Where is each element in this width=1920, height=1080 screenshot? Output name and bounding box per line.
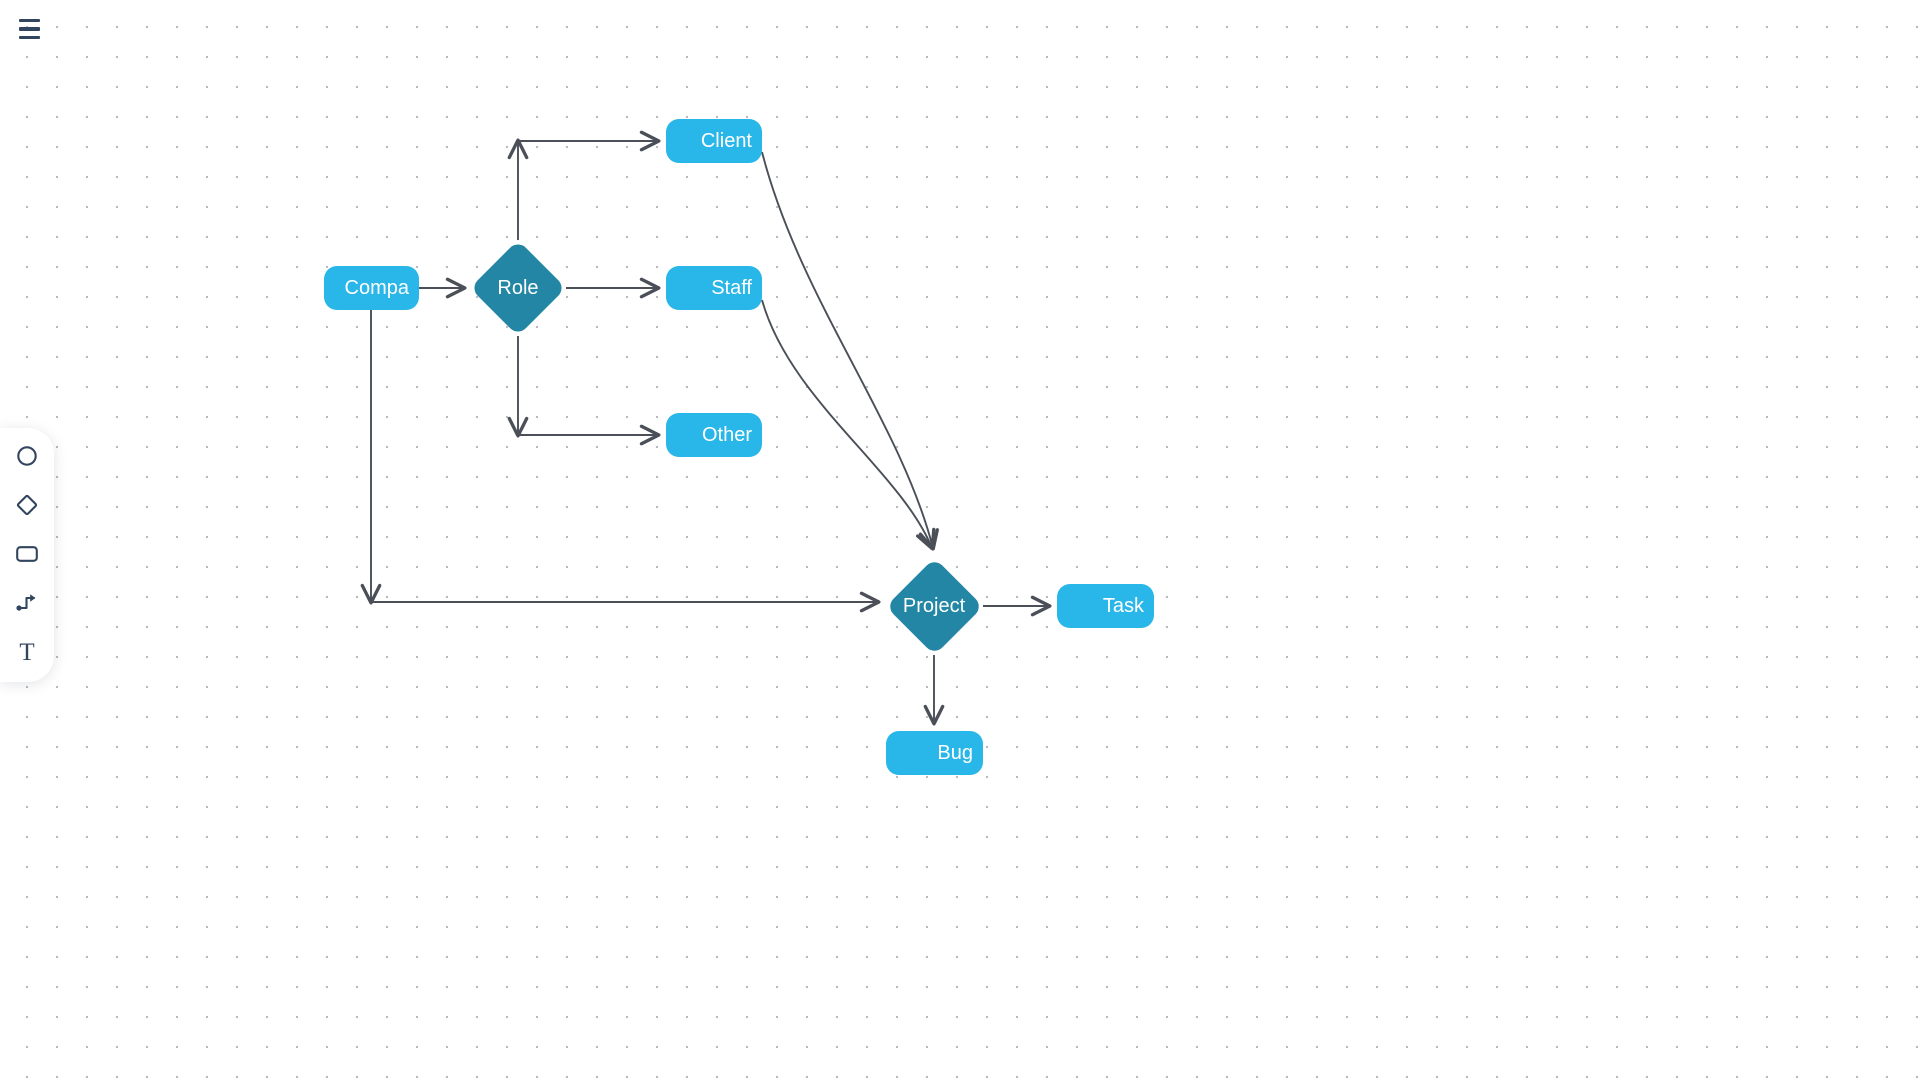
- node-staff-label: Staff: [711, 276, 752, 299]
- node-bug-label: Bug: [937, 741, 973, 764]
- tool-connector[interactable]: [10, 589, 44, 617]
- hamburger-icon-bar-2: [18, 27, 40, 31]
- hamburger-menu-button[interactable]: [12, 12, 46, 46]
- node-staff[interactable]: Staff: [666, 266, 762, 310]
- connector-arrow-icon: [15, 592, 39, 614]
- rectangle-icon: [15, 544, 39, 564]
- tool-text[interactable]: T: [10, 638, 44, 666]
- node-task[interactable]: Task: [1057, 584, 1154, 628]
- node-task-label: Task: [1102, 594, 1144, 617]
- hamburger-icon-bar-3: [18, 35, 40, 39]
- hamburger-icon-bar-1: [18, 19, 40, 23]
- node-project-label: Project: [902, 594, 966, 617]
- circle-icon: [16, 445, 38, 467]
- tool-rectangle[interactable]: [10, 540, 44, 568]
- node-bug[interactable]: Bug: [886, 731, 983, 775]
- edge-client-project: [761, 151, 939, 551]
- node-project[interactable]: Project: [885, 557, 983, 655]
- tool-diamond[interactable]: [10, 491, 44, 519]
- node-company-label: Compa: [344, 276, 409, 299]
- text-icon: T: [19, 638, 35, 666]
- shape-toolbar: T: [0, 428, 54, 682]
- edge-staff-project: [761, 299, 936, 551]
- node-role[interactable]: Role: [469, 239, 567, 337]
- diamond-icon: [15, 493, 39, 517]
- node-other-label: Other: [701, 423, 752, 446]
- node-role-label: Role: [497, 276, 539, 299]
- tool-ellipse[interactable]: [10, 442, 44, 470]
- node-client-label: Client: [700, 129, 752, 152]
- node-client[interactable]: Client: [666, 119, 762, 163]
- node-company[interactable]: Compa: [324, 266, 419, 310]
- node-other[interactable]: Other: [666, 413, 762, 457]
